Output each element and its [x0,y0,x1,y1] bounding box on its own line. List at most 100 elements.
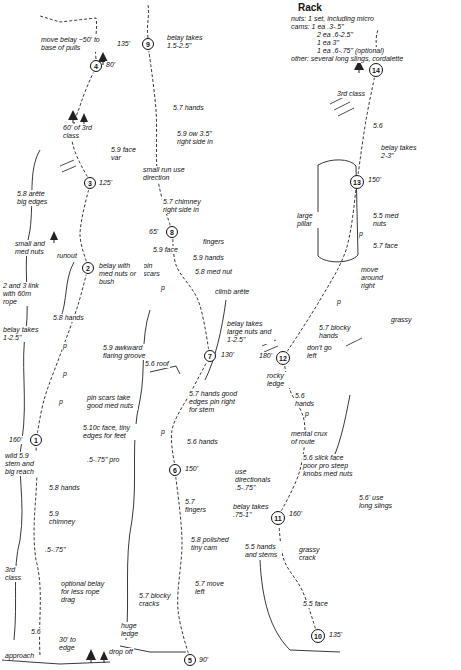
route-note: 3rd class [336,90,368,98]
route-note: don't go left [306,344,338,360]
route-note: 5.7 chimney right side in [162,198,210,214]
belay-number: 12 [279,355,287,362]
route-note: .5-.75" [44,546,66,554]
route-note: 5.8 hands [48,484,81,492]
route-note: 135' [116,40,131,48]
route-note: use directionals .5-.75" [234,468,278,492]
tree-symbol [50,52,364,663]
route-note: 90' [198,656,209,664]
route-note: 5.9 ow 3.5" right side in [176,130,222,146]
route-note: 3rd class [4,566,32,582]
route-note: approach [4,652,35,660]
route-note: 5.7 hands good edges pin right for stem [188,390,244,414]
route-note: belay takes .75-1" [232,503,272,519]
route-note: 160' [288,510,303,518]
route-note: rocky ledge [266,372,298,388]
route-note: 150' [367,176,382,184]
route-note: p [304,410,310,418]
route-note: 2 and 3 link with 60m rope [2,282,46,306]
route-note: 5.6 [372,122,384,130]
route-note: huge ledge [120,622,152,638]
route-note: optional belay for less rope drag [60,580,108,604]
route-note: 5.6' use long slings [358,494,396,510]
route-note: move around right [360,266,398,290]
route-note: 5.8 arête big edges [16,190,54,206]
route-note: 1 ea 3" [316,39,340,47]
belay-number: 5 [188,657,192,664]
belay-number: 1 [34,437,38,444]
route-note: 5.5 med nuts [372,212,406,228]
route-note: runout [56,252,78,260]
belay-number: 14 [372,67,380,74]
route-note: 5.7 move left [194,580,228,596]
route-note: nuts: 1 set, including micro [290,15,375,23]
route-note: 80' [105,61,116,69]
route-note: belay takes 1-2.5" [2,326,44,342]
route-note: 5.7 fingers [184,498,216,514]
route-line [279,526,315,629]
route-note: 5.9 chimney [48,510,80,526]
route-note: p [160,284,166,292]
route-note: 125' [98,179,113,187]
belay-circle: 13 [350,175,364,189]
route-note: 5.6 [30,628,42,636]
route-note: other: several long slings, cordalette [290,55,404,63]
route-note: p [358,230,364,238]
route-note: belay takes 2-3" [380,144,422,160]
route-note: 30' to edge [58,636,90,652]
route-note: 5.8 hands [52,314,85,322]
route-note: 5.7 face [372,242,399,250]
route-note: 2 ea .6-2.5" [316,31,354,39]
belay-circle: 1 [30,434,42,446]
route-note: 5.7 hands [172,104,205,112]
belay-number: 6 [173,467,177,474]
route-note: 150' [184,465,199,473]
belay-circle: 9 [142,38,154,50]
route-note: pin scars take good med nuts [86,394,138,410]
route-note: 5.9 face [152,246,179,254]
belay-circle: 10 [311,629,325,643]
belay-circle: 4 [90,60,102,72]
route-note: belay takes 1.5-2.5" [166,34,210,50]
belay-number: 10 [314,633,322,640]
route-note: grassy [390,316,413,324]
route-note: 160' [8,436,23,444]
route-note: p [62,370,68,378]
route-note: 5.7 blocky hands [318,324,358,340]
route-note: climb arête [214,288,250,296]
route-note: 5.6 slick face poor pro steep knobs med … [302,454,360,478]
route-note: 5.6 hands [186,438,219,446]
route-line [80,190,89,261]
belay-number: 9 [146,41,150,48]
route-note: 130' [220,351,235,359]
route-note: 5.7 blocky cracks [138,592,172,608]
belay-circle: 2 [82,262,94,274]
route-note: wild 5.9 stem and big reach [4,452,46,476]
route-note: 5.9 hands [192,254,225,262]
belay-circle: 8 [166,226,178,238]
belay-number: 3 [88,180,92,187]
route-note: .5-.75" pro [86,456,130,464]
rock-outline [2,5,378,664]
belay-circle: 11 [271,511,285,525]
route-note: 180' [258,352,273,360]
route-note: 65' [148,228,159,236]
route-note: p [160,428,166,436]
route-note: p [58,398,64,406]
route-note: belay takes large nuts and 1-2.5" [226,320,274,344]
route-note: fingers [202,238,225,246]
route-note: 135' [328,631,343,639]
belay-circle: 12 [276,351,290,365]
belay-circle: 7 [204,350,216,362]
belay-circle: 3 [84,177,96,189]
route-note: 60' of 3rd class [62,124,102,140]
route-note: p [62,342,68,350]
belay-number: 11 [274,515,281,522]
route-note: pin scars [142,262,170,278]
route-note: grassy crack [298,546,330,562]
route-note: small and med nuts [14,240,52,256]
ledge-hatching [60,96,362,358]
belay-number: 8 [170,229,174,236]
belay-circle: 14 [369,63,383,77]
route-note: mental crux of route [290,430,334,446]
